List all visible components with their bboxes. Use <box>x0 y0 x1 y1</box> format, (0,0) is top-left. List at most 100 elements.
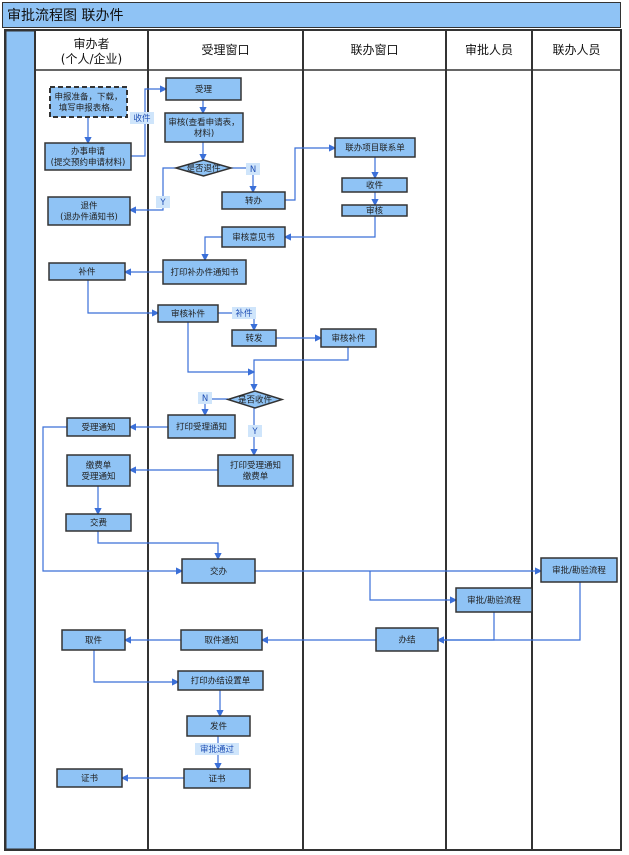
edge-label-bg <box>248 425 262 437</box>
node-label: 审核 <box>366 206 384 217</box>
node-label: 申报准备，下载， <box>54 92 122 103</box>
edge-label-e3: Y <box>159 198 166 208</box>
process-box <box>180 629 263 651</box>
flow-node-n12: 补件 <box>48 262 126 281</box>
node-label: 联办项目联系单 <box>345 143 405 154</box>
node-label: 是否收件 <box>238 395 273 406</box>
process-box <box>162 259 247 285</box>
node-label: (提交预约申请材料) <box>51 157 126 168</box>
flow-node-n27: 打印办结设置单 <box>177 670 264 691</box>
process-box <box>183 768 251 789</box>
process-box <box>164 112 244 143</box>
flow-node-n7: 联办项目联系单 <box>334 137 416 158</box>
diagram-title: 审批流程图 联办件 <box>2 2 621 28</box>
decision-diamond <box>225 390 285 409</box>
flow-node-n9: 审核 <box>341 204 408 217</box>
process-box <box>61 629 126 651</box>
node-label: 转发 <box>245 333 263 344</box>
process-box <box>540 557 618 583</box>
node-label: 审批/勘验流程 <box>467 595 521 606</box>
node-label: 办结 <box>398 635 415 646</box>
lane-header-1-sub: (个人/企业) <box>61 51 122 66</box>
flow-arrow <box>42 426 184 575</box>
decision-diamond <box>173 159 234 177</box>
flow-arrow <box>283 216 376 241</box>
flow-node-n14: 转发 <box>231 329 277 347</box>
lane-header-5: 联办人员 <box>552 42 600 57</box>
node-label: 取件 <box>85 635 103 646</box>
node-label: 打印补办件通知书 <box>170 267 239 278</box>
flow-node-n1: 申报准备，下载，填写申报表格。 <box>49 86 128 118</box>
process-box <box>47 196 131 226</box>
edge-label-bg <box>195 743 239 755</box>
process-box <box>167 414 236 439</box>
node-label: 受理 <box>195 84 213 95</box>
node-label: 退件 <box>80 201 98 212</box>
flow-arrow <box>187 322 256 376</box>
edge-label-e4: 补件 <box>235 308 253 319</box>
flow-node-n28: 发件 <box>186 715 251 737</box>
process-box <box>455 587 533 613</box>
lane-header-2: 受理窗口 <box>201 43 249 57</box>
process-box <box>341 204 408 217</box>
flow-arrow <box>97 531 222 561</box>
flow-node-n13: 审核补件 <box>157 304 219 323</box>
node-label: 审核补件 <box>331 333 366 344</box>
flow-arrow <box>369 571 458 604</box>
process-box <box>375 627 439 652</box>
flow-node-n29: 证书 <box>183 768 251 789</box>
node-label: 缴费单 <box>243 471 269 482</box>
flow-node-n15: 审核补件 <box>320 328 377 348</box>
process-box <box>231 329 277 347</box>
node-label: (退办件通知书) <box>60 212 118 223</box>
flow-node-n3: 受理 <box>165 77 242 101</box>
process-box <box>49 86 128 118</box>
flow-node-n5: 转办 <box>221 191 286 210</box>
node-label: 是否退件 <box>186 163 221 174</box>
flow-node-n21: 交办 <box>181 558 256 584</box>
process-box <box>334 137 416 158</box>
node-label: 收件 <box>366 180 384 191</box>
node-label: 补件 <box>78 267 96 278</box>
edge-label-e5: N <box>202 394 208 404</box>
flow-node-n10: 审核意见书 <box>221 226 286 248</box>
edge-label-bg <box>130 112 154 124</box>
node-label: 证书 <box>208 774 226 785</box>
node-label: 审核(查看申请表， <box>168 117 239 128</box>
edge-label-bg <box>198 392 212 404</box>
flow-node-n20: 交费 <box>65 513 132 532</box>
flow-node-n30: 证书 <box>56 768 123 788</box>
node-label: 打印受理通知 <box>176 422 227 433</box>
process-box <box>48 262 126 281</box>
edge-label-bg <box>232 307 256 319</box>
edge-label-e2: N <box>250 165 256 175</box>
lane-header-1: 审办者 <box>73 36 109 51</box>
side-bar <box>5 30 36 850</box>
flow-node-d1: 是否退件 <box>173 159 234 177</box>
flow-arrow <box>285 144 337 201</box>
process-box <box>181 558 256 584</box>
process-box <box>341 177 408 193</box>
flow-node-n11: 打印补办件通知书 <box>162 259 247 285</box>
flow-arrow <box>436 582 581 644</box>
process-box <box>56 768 123 788</box>
node-label: 缴费单 <box>86 460 112 471</box>
flow-arrow <box>201 236 222 262</box>
edge-label-e7: 审批通过 <box>200 744 235 755</box>
node-label: 打印受理通知 <box>230 460 281 471</box>
process-box <box>157 304 219 323</box>
process-box <box>65 513 132 532</box>
node-label: 证书 <box>81 773 99 784</box>
edge-label-bg <box>156 196 170 208</box>
process-box <box>186 715 251 737</box>
flow-node-n23: 审批/勘验流程 <box>455 587 533 613</box>
process-box <box>44 142 132 171</box>
process-box <box>66 417 131 437</box>
process-box <box>165 77 242 101</box>
flow-node-n17: 受理通知 <box>66 417 131 437</box>
flow-node-n6: 退件(退办件通知书) <box>47 196 131 226</box>
flow-node-n8: 收件 <box>341 177 408 193</box>
flow-arrow <box>93 650 180 686</box>
